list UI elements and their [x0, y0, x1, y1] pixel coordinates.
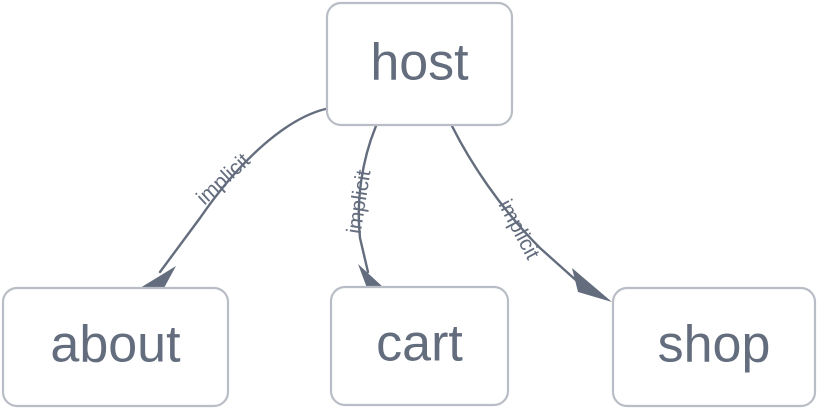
arrowhead-host-about [140, 266, 176, 288]
edge-host-about[interactable]: implicit [140, 106, 332, 288]
node-about[interactable]: about [1, 286, 230, 408]
edge-label-group-host-about: implicit [192, 149, 255, 210]
node-label-shop: shop [658, 316, 771, 374]
node-box-about [1, 286, 230, 408]
edge-label-host-about: implicit [192, 149, 255, 210]
node-label-about: about [50, 316, 181, 374]
edge-label-group-host-cart: implicit [343, 168, 376, 235]
arrowhead-host-cart [358, 264, 384, 288]
arrowhead-host-shop [572, 268, 612, 302]
edge-label-host-cart: implicit [343, 168, 376, 235]
edge-label-host-shop: implicit [494, 196, 545, 264]
node-host[interactable]: host [325, 1, 514, 127]
edge-host-cart[interactable]: implicit [343, 124, 384, 288]
edge-path-host-shop [450, 124, 580, 284]
edge-path-host-about [158, 106, 332, 274]
node-box-cart [329, 285, 510, 407]
node-box-host [325, 1, 514, 127]
edge-path-host-cart [357, 124, 378, 274]
node-label-host: host [370, 34, 469, 92]
node-label-cart: cart [376, 315, 463, 373]
edge-host-shop[interactable]: implicit [450, 124, 612, 302]
node-shop[interactable]: shop [611, 286, 817, 408]
node-cart[interactable]: cart [329, 285, 510, 407]
edge-label-group-host-shop: implicit [494, 196, 545, 264]
node-box-shop [611, 286, 817, 408]
